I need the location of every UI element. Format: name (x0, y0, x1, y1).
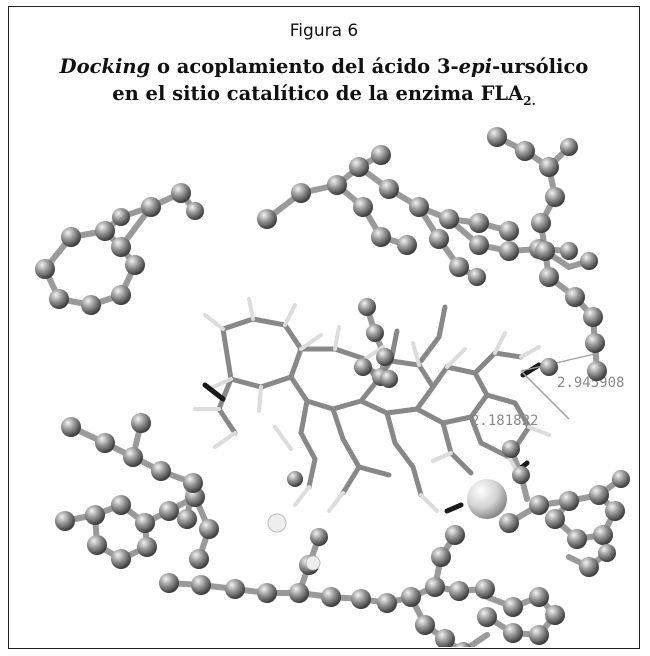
distance-label-1: 2.945908 (557, 375, 624, 391)
caption-italic-docking: Docking (59, 55, 151, 78)
caption-line-1: Docking o acoplamiento del ácido 3-epi-u… (9, 53, 639, 80)
calcium-ion (467, 479, 507, 519)
caption-italic-epi: epi (458, 55, 493, 78)
caption-subscript: 2. (523, 93, 536, 108)
figure-label: Figura 6 (289, 21, 359, 41)
ligand-hydrogens (193, 297, 551, 513)
figure-frame: Figura 6 Docking o acoplamiento del ácid… (8, 6, 640, 649)
distance-lines (520, 352, 600, 420)
protein-bonds (42, 134, 624, 647)
caption-text-2: -ursólico (492, 55, 589, 78)
caption-line-2: en el sitio catalítico de la enzima FLA2… (9, 80, 639, 115)
protein-atoms (35, 127, 630, 647)
caption-text-3: en el sitio catalítico de la enzima FLA (112, 82, 524, 105)
distance-label-2: 2.181822 (471, 413, 538, 429)
docking-molecular-image: 2.945908 2.181822 (35, 127, 630, 647)
hydrogen-sphere-2 (305, 555, 321, 571)
caption-text-1: o acoplamiento del ácido 3- (150, 55, 459, 78)
figure-caption: Docking o acoplamiento del ácido 3-epi-u… (9, 53, 639, 115)
hydrogen-sphere (267, 513, 287, 533)
